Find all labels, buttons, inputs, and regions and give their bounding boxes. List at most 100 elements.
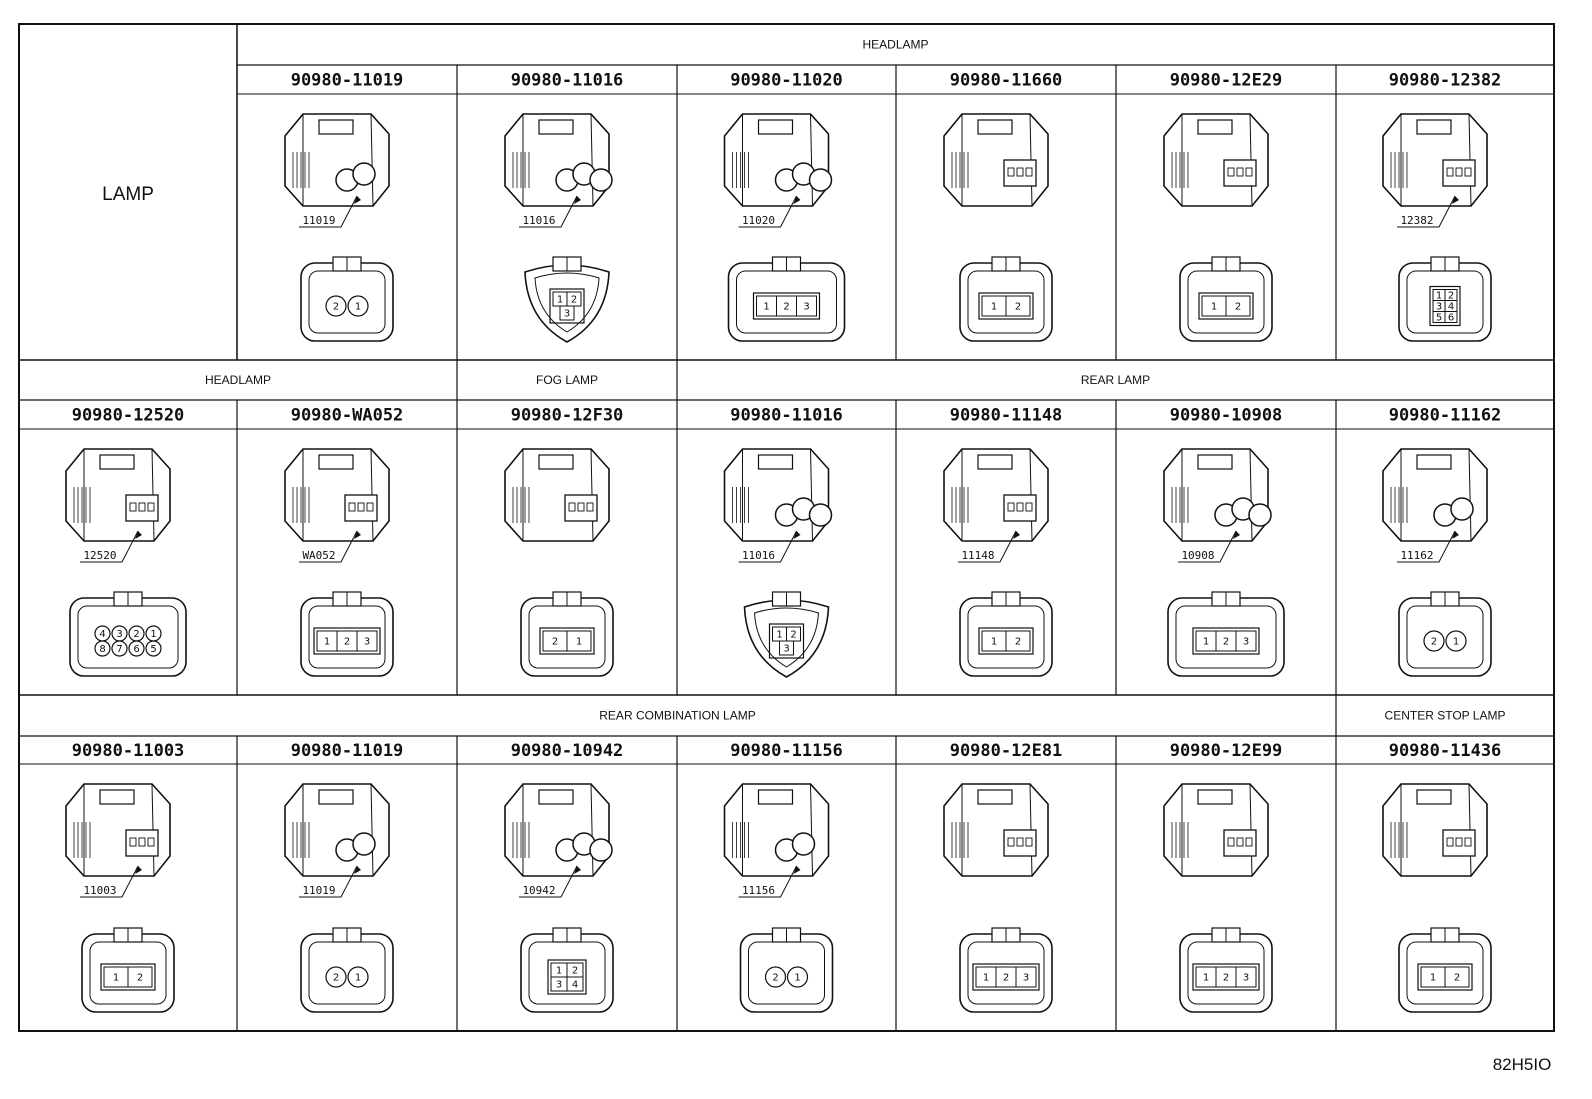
pin-number: 3 bbox=[1436, 302, 1442, 313]
callout-label: 11156 bbox=[742, 884, 775, 897]
pin-number: 4 bbox=[572, 980, 578, 991]
pin-cavity bbox=[1445, 630, 1467, 652]
part-number: 90980-11020 bbox=[730, 71, 843, 91]
terminal-slot bbox=[366, 502, 374, 512]
part-number: 90980-10908 bbox=[1170, 406, 1283, 426]
pin-number: 1 bbox=[576, 637, 582, 648]
pin-block bbox=[978, 627, 1034, 655]
pin-cavity bbox=[559, 305, 575, 321]
terminal-slot bbox=[147, 502, 155, 512]
callout-leader bbox=[519, 865, 578, 898]
callout-label: 12382 bbox=[1400, 214, 1433, 227]
barrel bbox=[1450, 497, 1474, 521]
housing-edge bbox=[1400, 448, 1472, 542]
latch bbox=[977, 789, 1013, 805]
pin-number: 1 bbox=[991, 302, 997, 313]
terminal-slot bbox=[1025, 502, 1033, 512]
pin-block bbox=[547, 959, 587, 995]
pin-number: 5 bbox=[150, 644, 156, 655]
callout-label: 11016 bbox=[742, 549, 775, 562]
barrel bbox=[352, 832, 376, 856]
callout-leader bbox=[1178, 530, 1237, 563]
latch bbox=[977, 454, 1013, 470]
pin-block bbox=[972, 963, 1040, 991]
terminal-slot bbox=[1007, 502, 1015, 512]
part-number: 90980-12E81 bbox=[950, 741, 1063, 761]
latch bbox=[99, 789, 135, 805]
callout-label: 11148 bbox=[961, 549, 994, 562]
callout-arrow bbox=[793, 531, 801, 539]
pin-number: 2 bbox=[1431, 637, 1437, 648]
pin-number: 1 bbox=[1211, 302, 1217, 313]
callout-leader bbox=[80, 530, 139, 563]
callout-label: 11019 bbox=[302, 884, 335, 897]
callout-label: 10942 bbox=[522, 884, 555, 897]
callout-arrow bbox=[354, 531, 361, 539]
latch bbox=[538, 454, 574, 470]
pin-block bbox=[100, 963, 156, 991]
latch bbox=[757, 119, 794, 135]
pin-number: 2 bbox=[333, 302, 339, 313]
pin-number: 1 bbox=[1203, 973, 1209, 984]
part-number: 90980-WA052 bbox=[291, 406, 404, 426]
pin-cavity bbox=[1005, 295, 1031, 317]
latch bbox=[1416, 789, 1452, 805]
callout-arrow bbox=[574, 196, 581, 204]
pin-block bbox=[549, 288, 585, 324]
callout-label: 10908 bbox=[1181, 549, 1214, 562]
pin-number: 3 bbox=[783, 644, 789, 655]
terminal-slot bbox=[348, 502, 356, 512]
pin-cavity bbox=[111, 640, 128, 657]
callout-leader bbox=[299, 195, 358, 228]
part-number: 90980-11016 bbox=[511, 71, 624, 91]
pin-number: 2 bbox=[1003, 973, 1009, 984]
terminal-slot bbox=[1464, 167, 1472, 177]
face-inner bbox=[753, 607, 820, 668]
callout-arrow bbox=[574, 866, 581, 874]
barrel bbox=[352, 162, 376, 186]
callout-label: 11003 bbox=[83, 884, 116, 897]
pin-number: 3 bbox=[803, 302, 809, 313]
part-number: 90980-11019 bbox=[291, 741, 404, 761]
pin-number: 3 bbox=[364, 637, 370, 648]
pin-cavity bbox=[764, 966, 787, 988]
pin-block bbox=[1198, 292, 1254, 320]
pin-number: 1 bbox=[776, 630, 782, 641]
terminal-slot bbox=[1025, 837, 1033, 847]
pin-number: 6 bbox=[133, 644, 139, 655]
latch bbox=[1197, 119, 1233, 135]
face-outline bbox=[300, 262, 394, 342]
lamp-label: LAMP bbox=[102, 184, 154, 205]
pin-number: 2 bbox=[333, 973, 339, 984]
part-number: 90980-11436 bbox=[1389, 741, 1502, 761]
pin-cavity bbox=[796, 295, 817, 317]
pin-cavity bbox=[566, 976, 584, 992]
outer-frame bbox=[18, 23, 1555, 1032]
latch bbox=[1197, 789, 1233, 805]
latch bbox=[757, 454, 794, 470]
pin-cavity bbox=[145, 640, 162, 657]
pin-block bbox=[752, 292, 821, 320]
barrel bbox=[808, 503, 833, 527]
pin-number: 1 bbox=[324, 637, 330, 648]
callout-arrow bbox=[793, 196, 801, 204]
latch bbox=[1416, 454, 1452, 470]
pin-number: 6 bbox=[1448, 313, 1454, 324]
callout-leader bbox=[738, 195, 797, 228]
pin-number: 2 bbox=[571, 295, 577, 306]
terminal-slot bbox=[1245, 837, 1253, 847]
callout-label: 11020 bbox=[742, 214, 775, 227]
pin-number: 7 bbox=[116, 644, 122, 655]
pin-number: 8 bbox=[99, 644, 105, 655]
pin-cavity bbox=[566, 630, 592, 652]
pin-cavity bbox=[779, 640, 794, 656]
